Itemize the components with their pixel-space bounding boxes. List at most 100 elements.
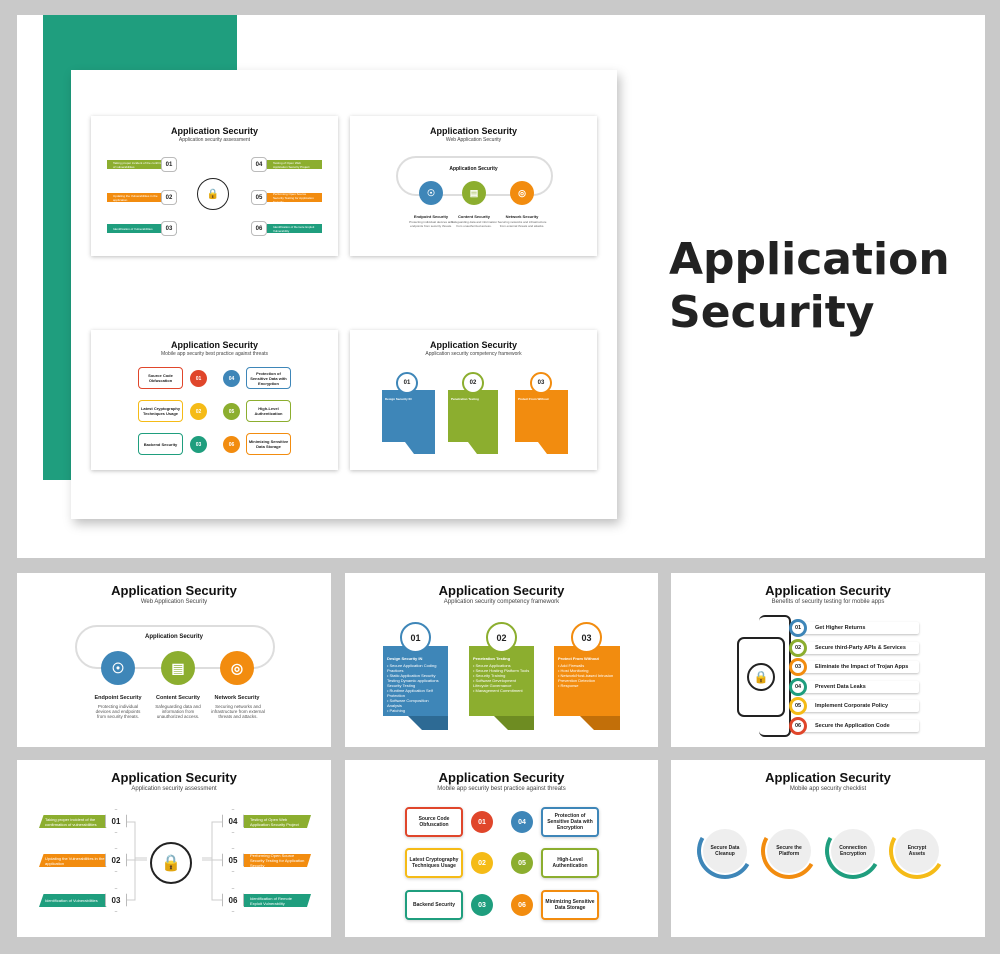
benefit-number: 04 [789, 677, 807, 696]
card-list-item: Management Commitment [473, 688, 530, 693]
slide-assessment[interactable]: Application Security Application securit… [17, 760, 331, 937]
slide-mobile-practice[interactable]: Application Security Mobile app security… [345, 760, 658, 937]
benefit-row: Secure third-Party APIs & Services [799, 641, 919, 654]
checklist-item: Encrypt Assets [895, 829, 939, 873]
framework-card: Protect From Without [515, 390, 568, 442]
card-list: Add Firewalls Host Monitoring Network/Ho… [558, 663, 616, 688]
item-desc: Protecting individual devices and endpoi… [95, 704, 141, 719]
shield-icon: ☉ [419, 181, 443, 205]
benefit-number: 02 [789, 638, 807, 657]
num-dot: 04 [223, 370, 240, 387]
slide-title: Application Security [170, 126, 259, 136]
assessment-tag-02: Updating the Vulnerabilities in the appl… [39, 854, 115, 867]
hex-number: 04 [222, 809, 244, 833]
benefit-row: Implement Corporate Policy [799, 700, 919, 712]
item-desc: Safeguarding data and information from u… [450, 220, 498, 228]
hex-number: 06 [222, 888, 244, 912]
preview-sheet: Application Security Application securit… [71, 70, 617, 519]
practice-box: Latest Cryptography Techniques Usage [138, 400, 183, 422]
card-list-item: Secure Applications [473, 663, 530, 668]
item-name: Network Security [505, 214, 539, 219]
pill-label: Application Security [449, 166, 498, 172]
item-name: Content Security [155, 695, 200, 701]
checklist-item: Connection Encryption [831, 829, 875, 873]
framework-card-2: Penetration Testing Secure Applications … [469, 646, 534, 716]
num-dot: 02 [190, 403, 207, 420]
card-list-item: Response [558, 683, 616, 688]
mini-slide-mobile-practice[interactable]: Application Security Mobile app security… [91, 330, 338, 470]
card-list-item: Security Training [473, 673, 530, 678]
card-tail [408, 716, 448, 730]
slide-title: Application Security [765, 770, 891, 785]
card-title: Protect From Without [518, 397, 549, 401]
tag-04: Testing of Open Web Application Security… [267, 160, 322, 169]
card-list-item: Network/Host-based Intrusion Prevention … [558, 673, 616, 683]
tag-05: Performing Open Source Security Testing … [267, 192, 322, 204]
card-title: Penetration Testing [451, 397, 479, 401]
card-tail [494, 716, 534, 730]
card-title: Design Security IN [385, 397, 412, 401]
practice-box: Minimizing Sensitive Data Storage [541, 890, 599, 920]
item-desc: Securing networks and infrastructure fro… [497, 220, 547, 228]
slide-title: Application Security [765, 583, 891, 598]
item-desc: Securing networks and infrastructure fro… [211, 704, 265, 719]
item-desc: Safeguarding data and information from u… [155, 704, 201, 719]
slide-subtitle: Mobile app security checklist [789, 786, 867, 792]
practice-box: Minimizing Sensitive Data Storage [246, 433, 291, 455]
slide-subtitle: Mobile app security best practice agains… [437, 786, 566, 792]
pill-label: Application Security [144, 634, 203, 640]
num-04: 04 [251, 157, 267, 172]
practice-box: Protection of Sensitive Data with Encryp… [541, 807, 599, 837]
card-list-item: Software Development Lifecycle Governanc… [473, 678, 530, 688]
benefit-row: Get Higher Returns [799, 622, 919, 634]
num-dot: 04 [511, 811, 533, 833]
slide-title: Application Security [111, 583, 237, 598]
slide-checklist[interactable]: Application Security Mobile app security… [671, 760, 985, 937]
hero-title: Application Security [669, 233, 950, 339]
slide-benefits[interactable]: Application Security Benefits of securit… [671, 573, 985, 747]
num-dot: 05 [223, 403, 240, 420]
card-list-item: Add Firewalls [558, 663, 616, 668]
card-number: 03 [571, 622, 602, 653]
card-tail [538, 442, 568, 454]
mini-slide-assessment[interactable]: Application Security Application securit… [91, 116, 338, 256]
num-dot: 05 [511, 852, 533, 874]
tag-06: Identification of Remote Exploit Vulnera… [267, 224, 322, 233]
card-list: Secure Applications Secure Hosting Platf… [473, 663, 530, 693]
phone-back [759, 615, 791, 737]
benefit-row: Secure the Application Code [799, 719, 919, 732]
slide-title: Application Security [170, 340, 259, 350]
card-title: Protect From Without [558, 656, 599, 661]
num-dot: 02 [471, 852, 493, 874]
mini-slide-web[interactable]: Application Security Web Application Sec… [350, 116, 597, 256]
slide-subtitle: Application security competency framewor… [443, 599, 560, 605]
card-list-item: Host Monitoring [558, 668, 616, 673]
assessment-tag-06: Identification of Remote Exploit Vulnera… [244, 894, 311, 907]
num-dot: 03 [471, 894, 493, 916]
card-number: 02 [486, 622, 517, 653]
document-icon: ▤ [462, 181, 486, 205]
card-tail [580, 716, 620, 730]
assessment-tag-05: Performing Open Source Security Testing … [244, 854, 311, 867]
slide-subtitle: Web Application Security [140, 599, 208, 605]
benefit-number: 03 [789, 658, 807, 676]
globe-icon: ◎ [510, 181, 534, 205]
card-list-item: Secure Hosting Platform Tools [473, 668, 530, 673]
slide-web-security[interactable]: Application Security Web Application Sec… [17, 573, 331, 747]
practice-box: Backend Security [405, 890, 463, 920]
slide-title: Application Security [429, 340, 518, 350]
practice-box: Source Code Obfuscation [405, 807, 463, 837]
num-dot: 01 [190, 370, 207, 387]
hex-number: 05 [222, 848, 244, 872]
hex-number: 03 [105, 888, 127, 912]
document-icon: ▤ [161, 651, 195, 685]
card-list: Secure Application Coding Practices Stat… [387, 663, 444, 713]
slide-title: Application Security [111, 770, 237, 785]
tag-01: Taking proper incident of the confirmati… [107, 160, 177, 169]
slide-title: Application Security [438, 770, 565, 785]
mini-slide-framework[interactable]: Application Security Application securit… [350, 330, 597, 470]
connector-lines [127, 821, 222, 901]
slide-framework[interactable]: Application Security Application securit… [345, 573, 658, 747]
card-list-item: Patching [387, 708, 444, 713]
assessment-tag-04: Testing of Open Web Application Security… [244, 815, 311, 828]
